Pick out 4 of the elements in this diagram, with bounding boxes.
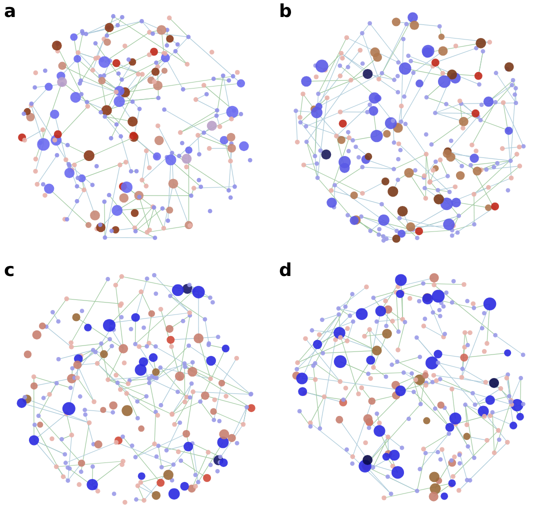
panel-letter: b: [279, 2, 292, 22]
panel-letter: c: [4, 261, 15, 281]
panel-letter: d: [279, 261, 292, 281]
panel-letter: a: [4, 2, 16, 22]
